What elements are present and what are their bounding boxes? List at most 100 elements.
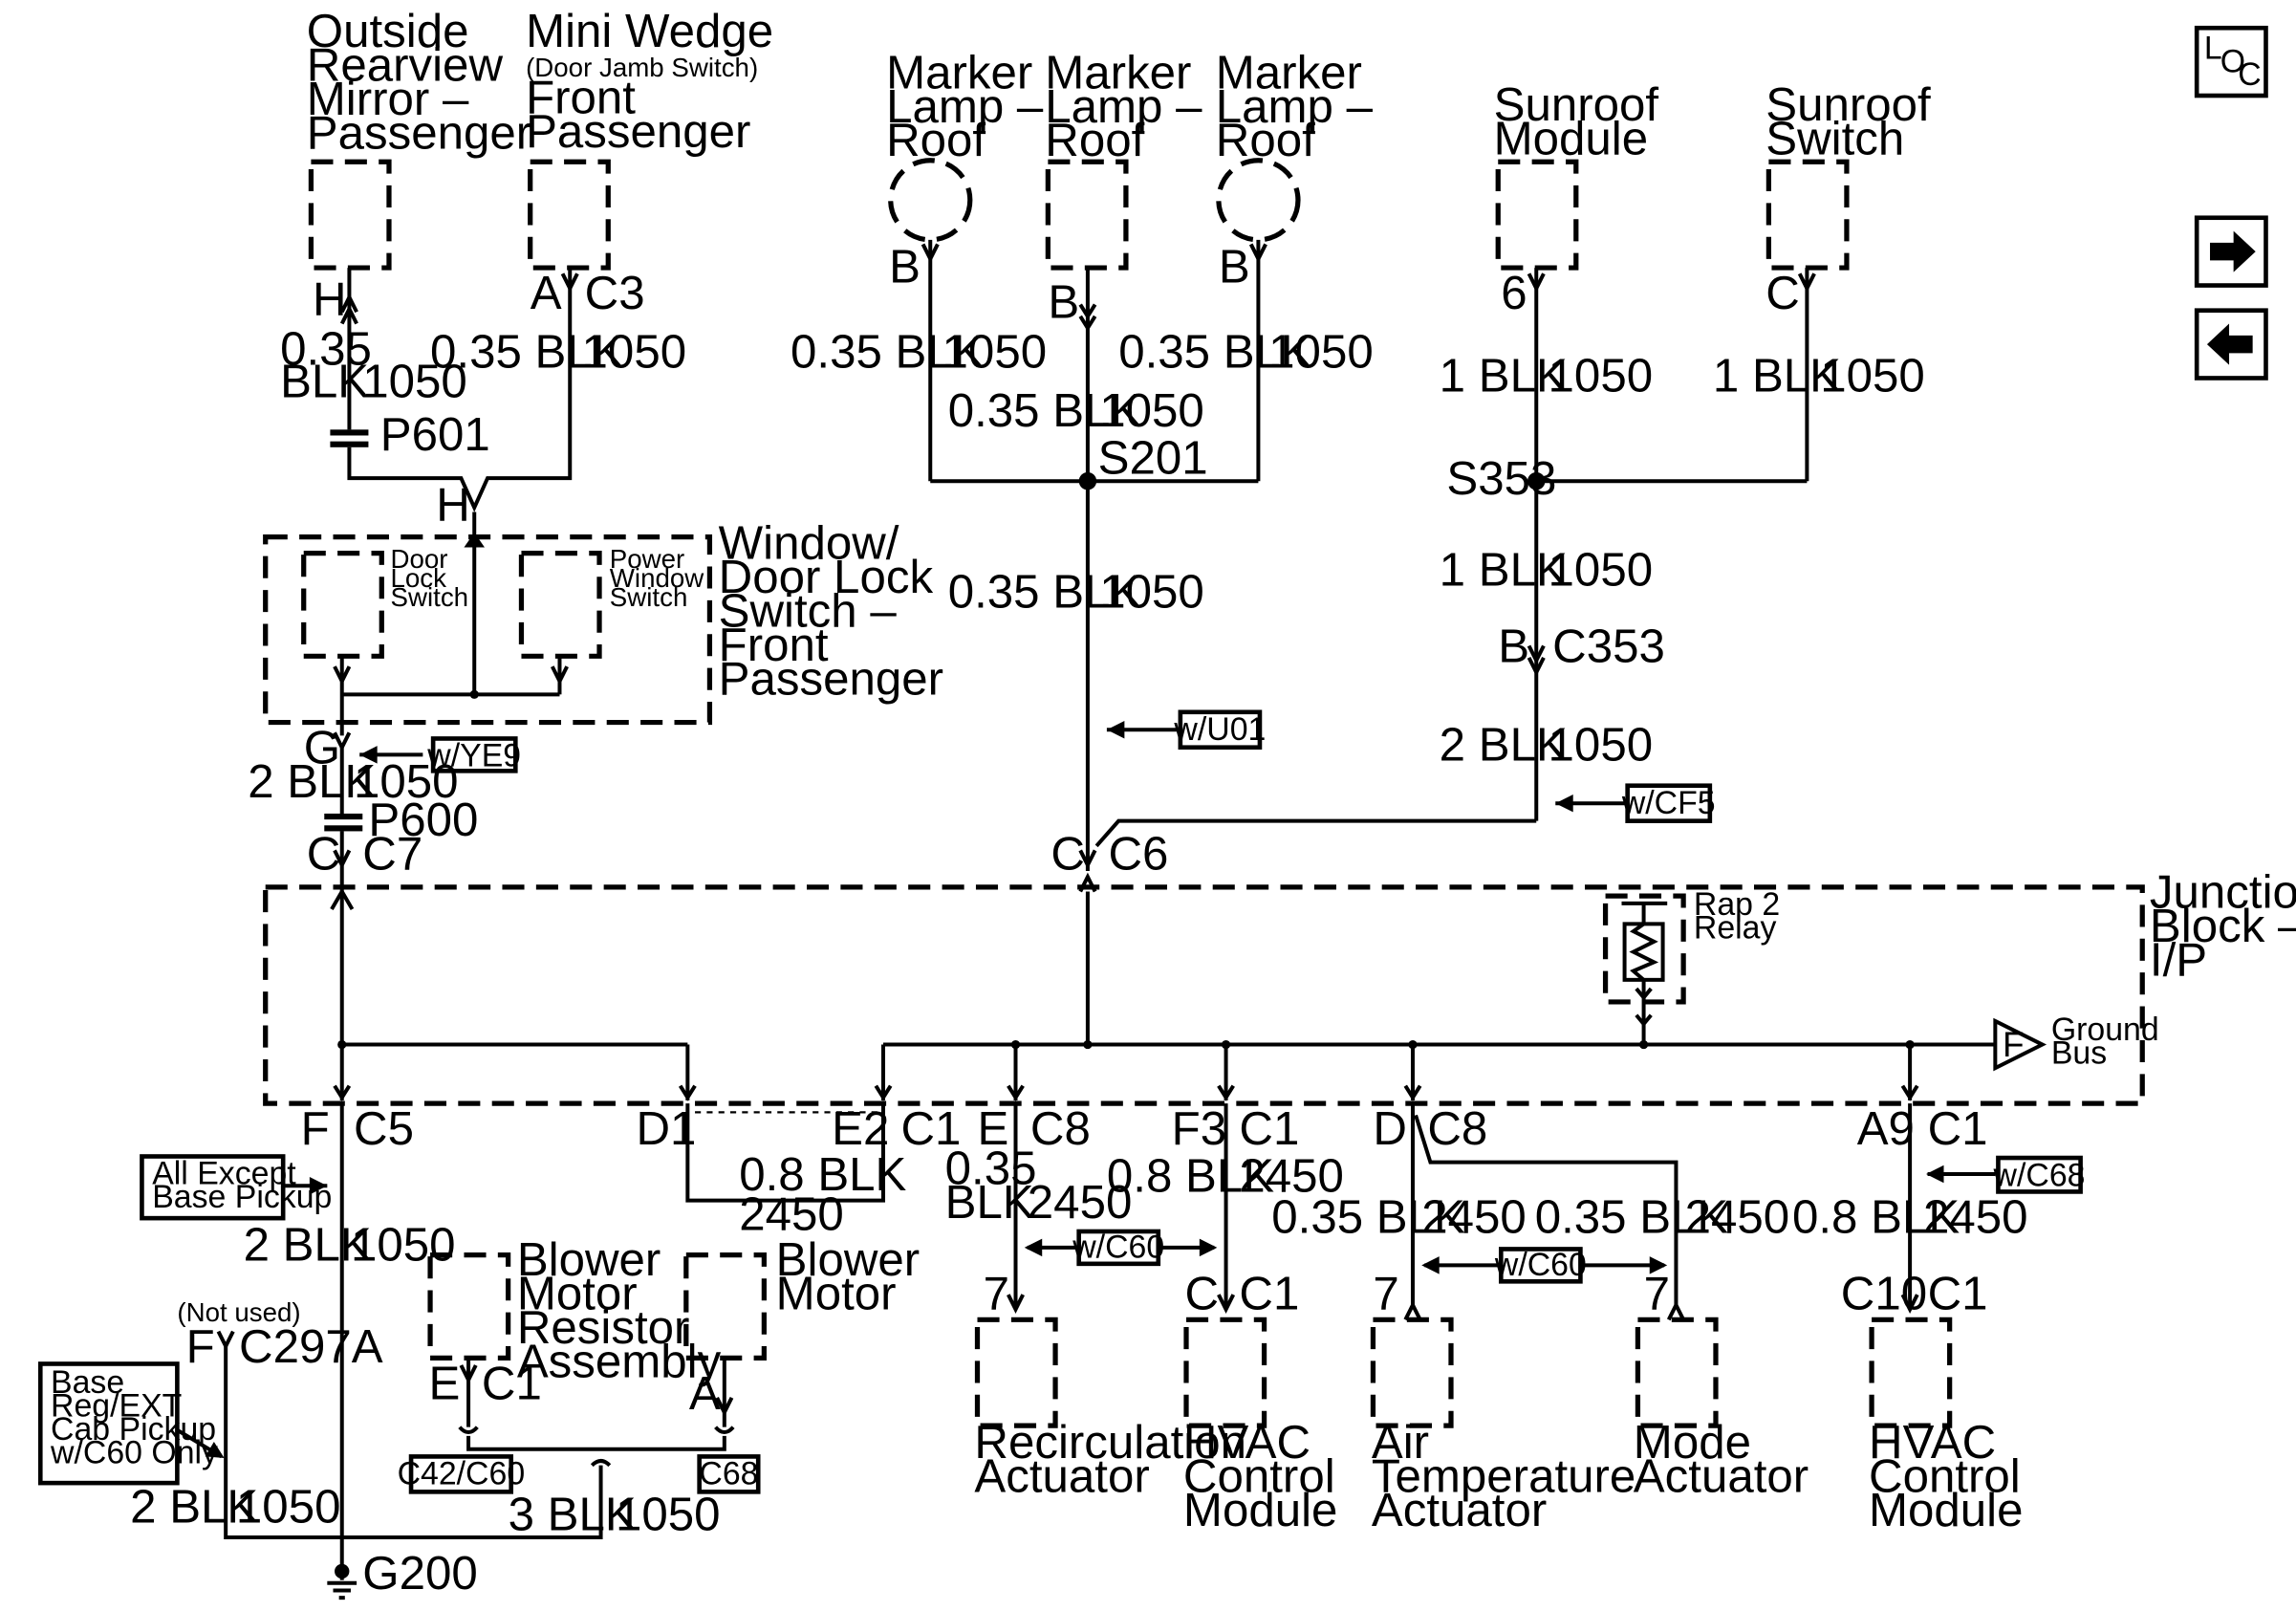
mini-wedge-box (528, 159, 611, 271)
conn-recirc-7: 7 (984, 1268, 1009, 1320)
conn-hvac1-C: C (1184, 1268, 1219, 1320)
conn-motor-A: A (689, 1367, 721, 1420)
power-window-switch-box (518, 550, 602, 659)
conn-P601: P601 (380, 408, 490, 461)
hvac-module-2-box (1869, 1317, 1953, 1428)
mirror-box (308, 159, 392, 271)
option-C42C60-label: C42/C60 (398, 1456, 526, 1492)
wire-s353-circuit: 1050 (1549, 543, 1654, 596)
conn-A9: A9 (1857, 1102, 1915, 1155)
wire-s201-label: 0.35 BLK (948, 566, 1142, 619)
option-C68-blower: C68 (697, 1454, 761, 1494)
recirc-actuator-box (974, 1317, 1058, 1428)
conn-C5: C5 (354, 1102, 414, 1155)
loc-button-C: C (2238, 56, 2261, 93)
next-page-button[interactable] (2194, 215, 2268, 288)
conn-lamp3-B: B (1219, 240, 1250, 293)
wire-c353-circuit: 1050 (1549, 719, 1654, 772)
loc-button-O: O (2220, 43, 2245, 79)
wire-sunroof-circuit: 1050 (1549, 349, 1654, 402)
wire-c5-circuit: 1050 (351, 1219, 456, 1272)
splice-S201 (1078, 471, 1097, 490)
option-YE9: w/YE9 (426, 736, 521, 774)
conn-P600: P600 (368, 794, 478, 846)
conn-sunroof-6: 6 (1501, 267, 1527, 319)
wire-lamp2-label: 0.35 BLK (948, 384, 1142, 437)
mode-actuator-box (1635, 1317, 1719, 1428)
hvac-module-1-box (1183, 1317, 1267, 1428)
option-CF5-label: w/CF5 (1621, 785, 1716, 821)
option-C60-actuators-label: w/C60 (1494, 1247, 1587, 1283)
option-C68-hvac-label: w/C68 (1993, 1157, 2086, 1193)
conn-mode-7: 7 (1644, 1268, 1670, 1320)
wire-mode-label: 0.35 BLK (1535, 1191, 1729, 1244)
splice-S353-label: S353 (1446, 452, 1556, 505)
wire-hvac2-circuit: 2450 (1923, 1191, 2028, 1244)
conn-F3-C1: C1 (1239, 1102, 1299, 1155)
option-YE9-label: w/YE9 (426, 738, 521, 774)
conn-C3: C3 (585, 267, 645, 319)
ground-G200: G200 (327, 1547, 478, 1600)
loc-button-L: L (2204, 31, 2222, 67)
air-temp-actuator-box (1370, 1317, 1454, 1428)
conn-C7: C7 (362, 827, 422, 880)
conn-mirror-H: H (313, 272, 347, 325)
wire-mirror-color: BLK (280, 355, 369, 407)
conn-jb-F: F (301, 1102, 330, 1155)
wire-blower-ground-circuit: 1050 (616, 1488, 721, 1540)
wire-sunswitch-circuit: 1050 (1820, 349, 1925, 402)
wire-airtemp-label: 0.35 BLK (1271, 1191, 1465, 1244)
marker-lamp-1-bulb (888, 158, 973, 243)
conn-C297A: C297A (239, 1320, 383, 1373)
door-lock-switch-box (301, 550, 384, 659)
conn-recirc-E: E (977, 1102, 1008, 1155)
option-U01: w/U01 (1173, 709, 1266, 751)
wire-hvac2-label: 0.8 BLK (1792, 1191, 1960, 1244)
loc-button[interactable]: L O C (2194, 25, 2268, 98)
wire-hvac1-label: 0.8 BLK (1107, 1149, 1274, 1202)
conn-lamp1-B: B (889, 240, 921, 293)
conn-D1-C1: C1 (900, 1102, 961, 1155)
conn-wedge-A: A (531, 267, 562, 319)
conn-hvac1-C1: C1 (1239, 1268, 1299, 1320)
marker-lamp-3-bulb (1216, 158, 1301, 243)
previous-page-button[interactable] (2194, 308, 2268, 381)
label-mini-wedge-sub: (Door Jamb Switch) (526, 53, 758, 82)
ground-G200-label: G200 (362, 1547, 477, 1600)
sunroof-switch-box (1765, 159, 1850, 271)
option-C60-actuators: w/C60 (1494, 1247, 1587, 1284)
conn-not-used: (Not used) (177, 1297, 300, 1327)
conn-C10: C10 (1841, 1268, 1927, 1320)
wire-recirc-size: 0.35 (945, 1143, 1037, 1195)
option-CF5: w/CF5 (1621, 783, 1716, 823)
wire-c353-label: 2 BLK (1440, 719, 1568, 772)
arrow-left-icon (2206, 323, 2253, 365)
option-C60-recirc: w/C60 (1072, 1229, 1164, 1267)
